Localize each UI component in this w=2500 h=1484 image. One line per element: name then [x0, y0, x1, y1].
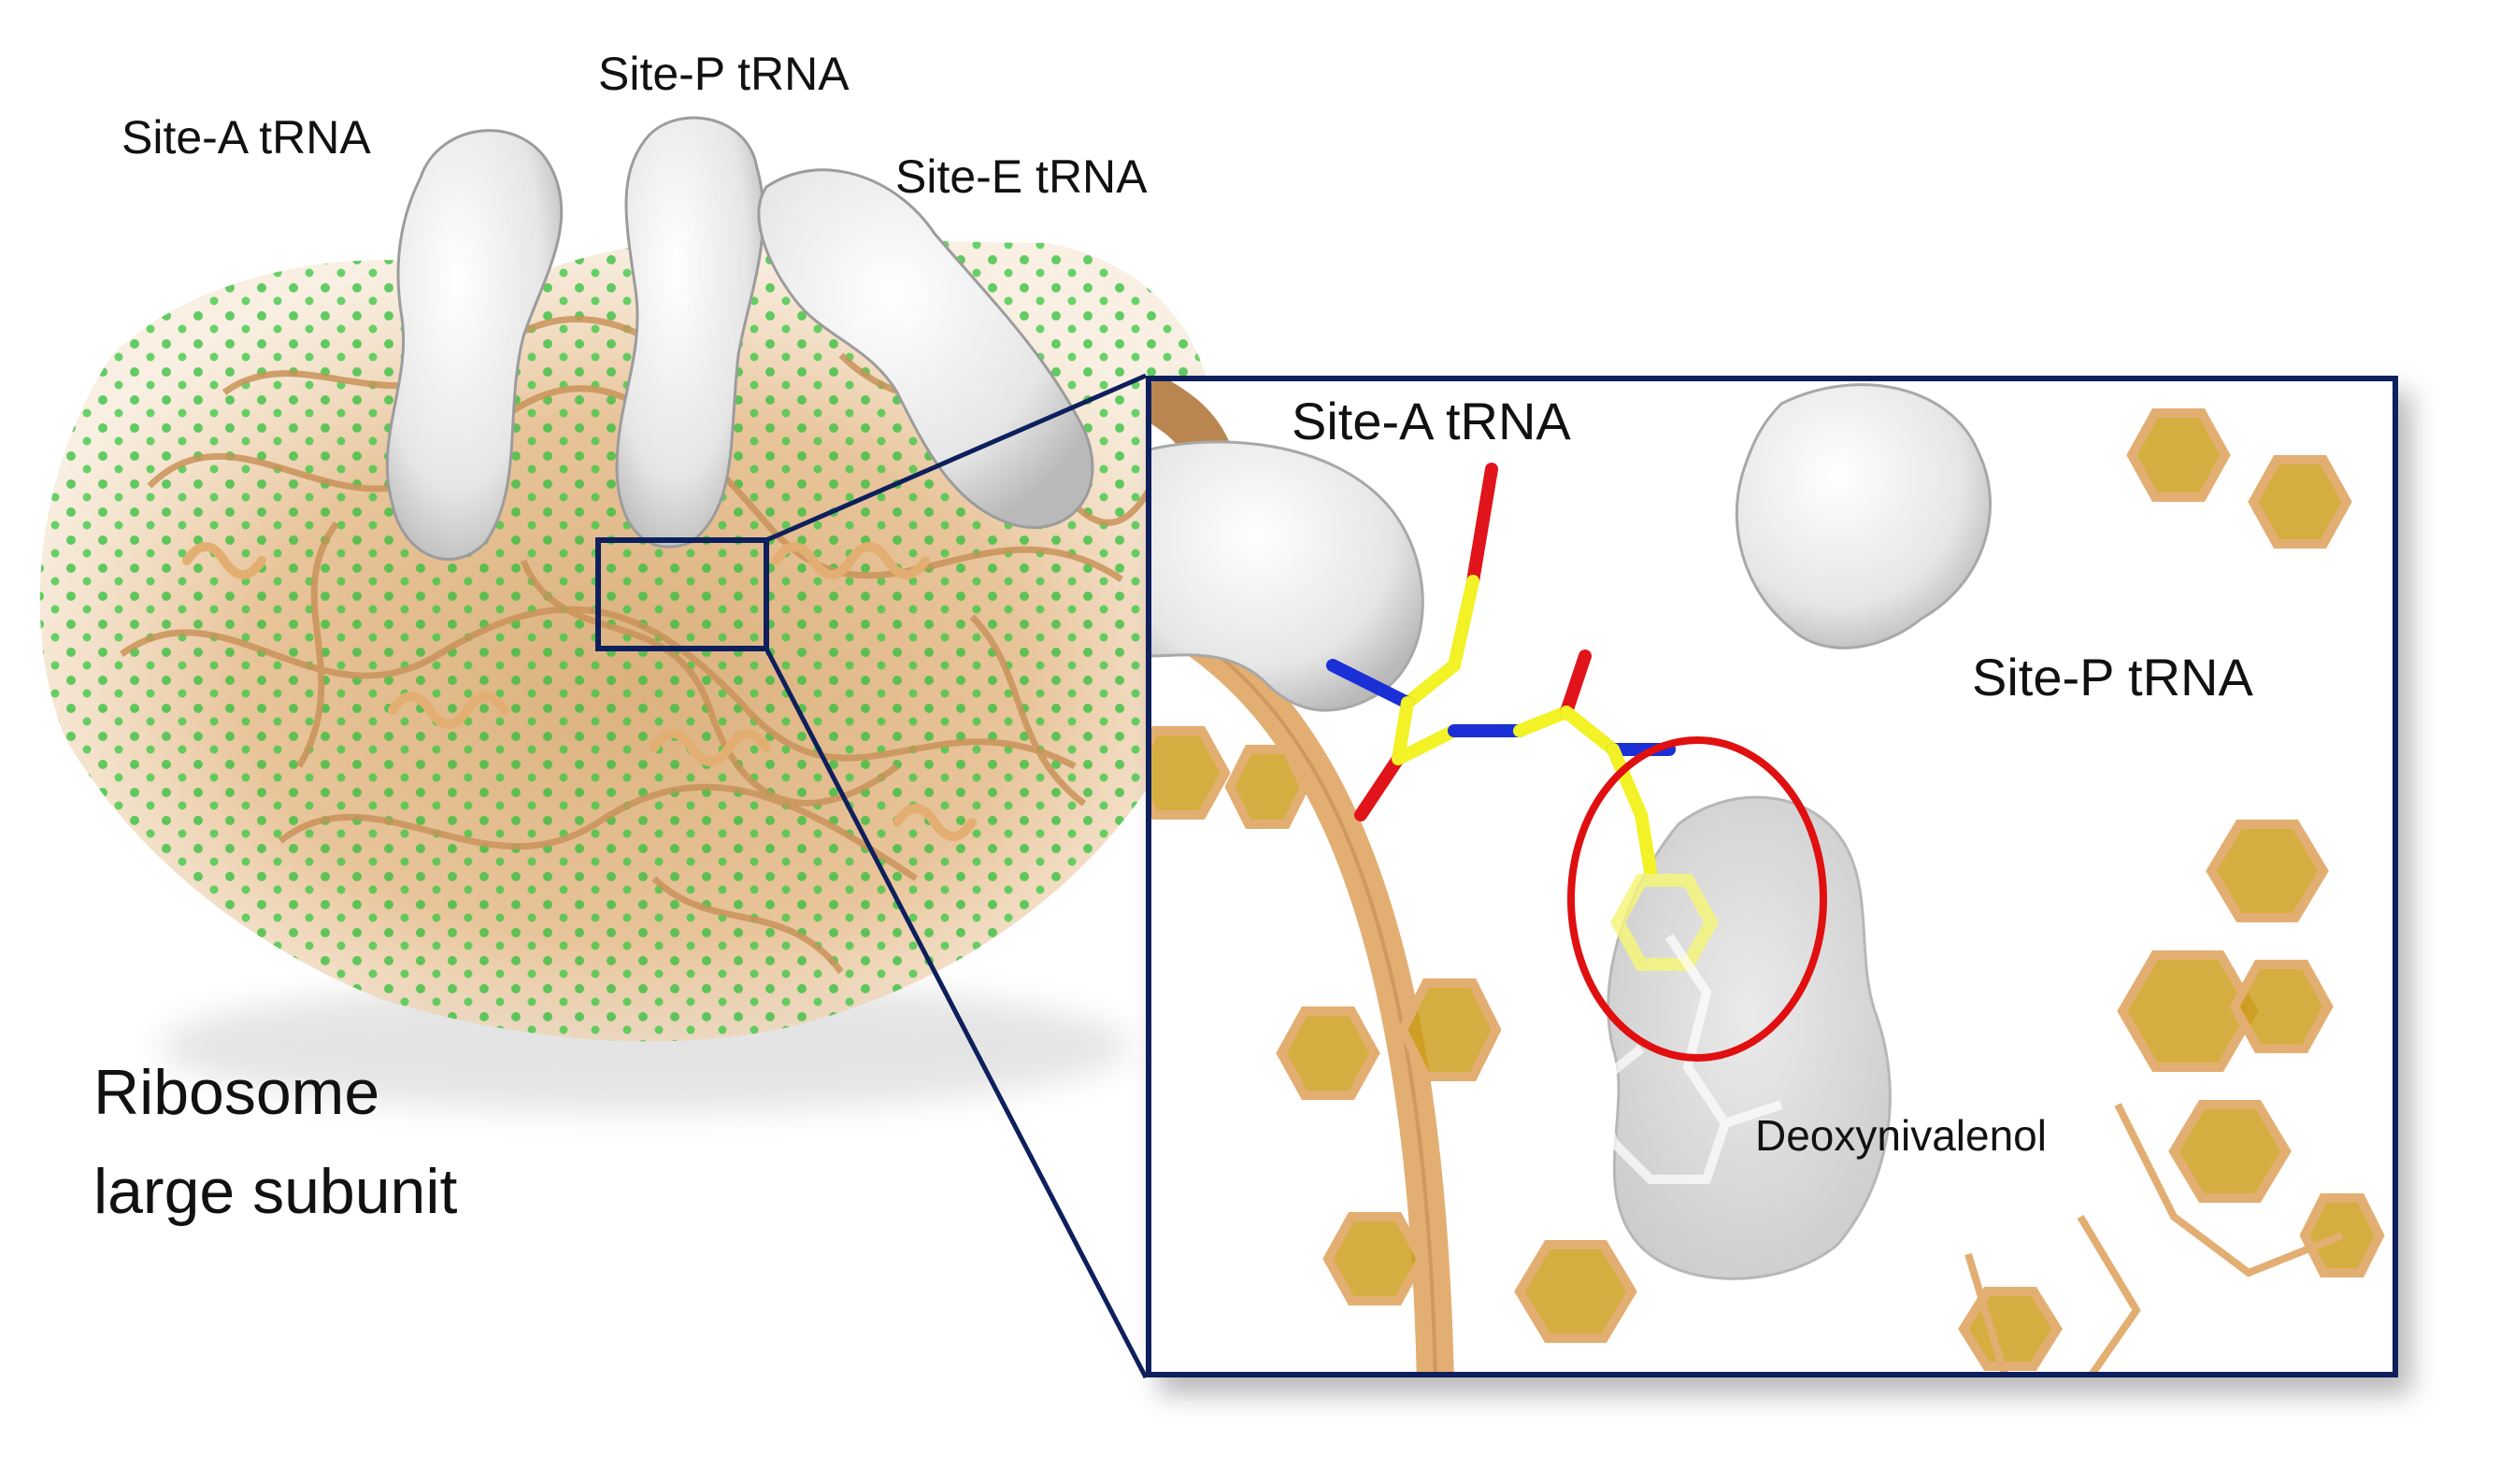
site-a-trna-surface — [385, 129, 564, 561]
inset-site-a-trna-label: Site-A tRNA — [1292, 392, 1571, 450]
inset-frame — [1146, 376, 2398, 1377]
nucleotide-bases — [1146, 408, 2385, 1371]
ribosome-label-line2: large subunit — [93, 1156, 458, 1227]
inset-site-p-trna-label: Site-P tRNA — [1972, 648, 2253, 706]
site-p-trna-inset-surface — [1735, 383, 1992, 649]
site-e-trna-label: Site-E tRNA — [895, 150, 1148, 203]
site-a-trna-inset-surface — [1146, 440, 1424, 712]
site-p-trna-label: Site-P tRNA — [598, 48, 850, 100]
highlight-circle — [1567, 736, 1827, 1062]
trna-surfaces — [385, 116, 1094, 561]
inset-content — [1146, 376, 2398, 1377]
zoom-region-box — [595, 537, 769, 651]
ribosome-large-subunit — [39, 116, 1229, 1112]
protein-helices — [182, 542, 977, 841]
ribosome-label-line1: Ribosome — [93, 1057, 380, 1128]
site-a-trna-label: Site-A tRNA — [121, 111, 371, 164]
deoxynivalenol-label: Deoxynivalenol — [1755, 1111, 2047, 1160]
zoom-connector-lines — [764, 373, 1149, 1379]
site-e-trna-surface — [757, 168, 1094, 529]
deoxynivalenol-sticks — [1589, 934, 1783, 1184]
aminoacyl-ligand-sticks — [1326, 463, 1676, 878]
